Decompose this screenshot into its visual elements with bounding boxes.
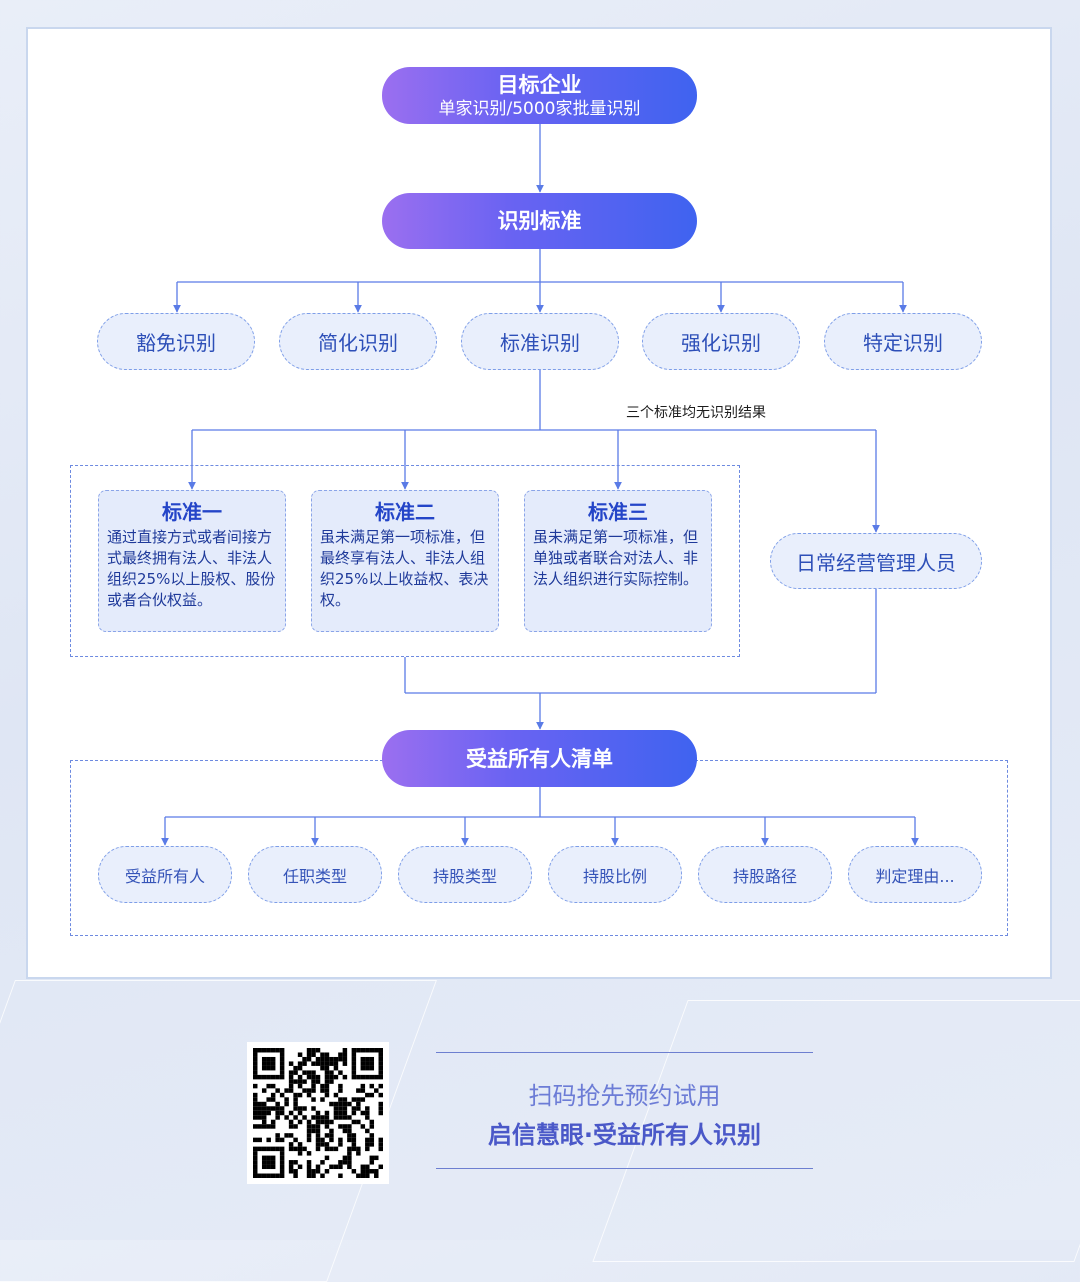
qr-code-icon[interactable] (247, 1042, 389, 1184)
criteria-option-simplified: 简化识别 (279, 313, 437, 370)
standards-group (70, 465, 740, 657)
standard-title: 标准三 (588, 500, 648, 524)
standard-title: 标准一 (162, 500, 222, 524)
beneficial-owner-list-title: 受益所有人清单 (466, 746, 613, 771)
connector-lines (161, 124, 919, 846)
promo-line-1: 扫码抢先预约试用 (528, 1082, 721, 1110)
standard-title: 标准二 (375, 500, 435, 524)
promo-divider-bottom (436, 1168, 813, 1169)
target-company-title: 目标企业 (497, 72, 582, 97)
criteria-option-exempt: 豁免识别 (97, 313, 255, 370)
qr-code-graphic (253, 1048, 383, 1178)
target-company-node: 目标企业 单家识别/5000家批量识别 (382, 67, 697, 124)
standard-card-2: 标准二 虽未满足第一项标准，但最终享有法人、非法人组织25%以上收益权、表决权。 (311, 490, 499, 632)
result-field: 持股类型 (398, 846, 532, 903)
criteria-title: 识别标准 (497, 209, 582, 233)
result-field: 受益所有人 (98, 846, 232, 903)
standard-body: 虽未满足第一项标准，但最终享有法人、非法人组织25%以上收益权、表决权。 (320, 528, 489, 609)
criteria-option-enhanced: 强化识别 (642, 313, 800, 370)
standard-body: 通过直接方式或者间接方式最终拥有法人、非法人组织25%以上股权、股份或者合伙权益… (107, 528, 276, 609)
result-field: 持股比例 (548, 846, 682, 903)
standard-body: 虽未满足第一项标准，但单独或者联合对法人、非法人组织进行实际控制。 (533, 528, 699, 588)
result-field: 任职类型 (248, 846, 382, 903)
promo-line-2: 启信慧眼·受益所有人识别 (487, 1121, 762, 1149)
branch-note: 三个标准均无识别结果 (626, 405, 766, 421)
standard-card-1: 标准一 通过直接方式或者间接方式最终拥有法人、非法人组织25%以上股权、股份或者… (98, 490, 286, 632)
result-field: 判定理由... (848, 846, 982, 903)
beneficial-owner-list-node: 受益所有人清单 (382, 730, 697, 787)
target-company-subtitle: 单家识别/5000家批量识别 (438, 98, 641, 119)
criteria-option-standard: 标准识别 (461, 313, 619, 370)
standard-card-3: 标准三 虽未满足第一项标准，但单独或者联合对法人、非法人组织进行实际控制。 (524, 490, 712, 632)
promo-divider-top (436, 1052, 813, 1053)
criteria-node: 识别标准 (382, 193, 697, 249)
criteria-option-specific: 特定识别 (824, 313, 982, 370)
daily-management-node: 日常经营管理人员 (770, 533, 982, 589)
result-field: 持股路径 (698, 846, 832, 903)
